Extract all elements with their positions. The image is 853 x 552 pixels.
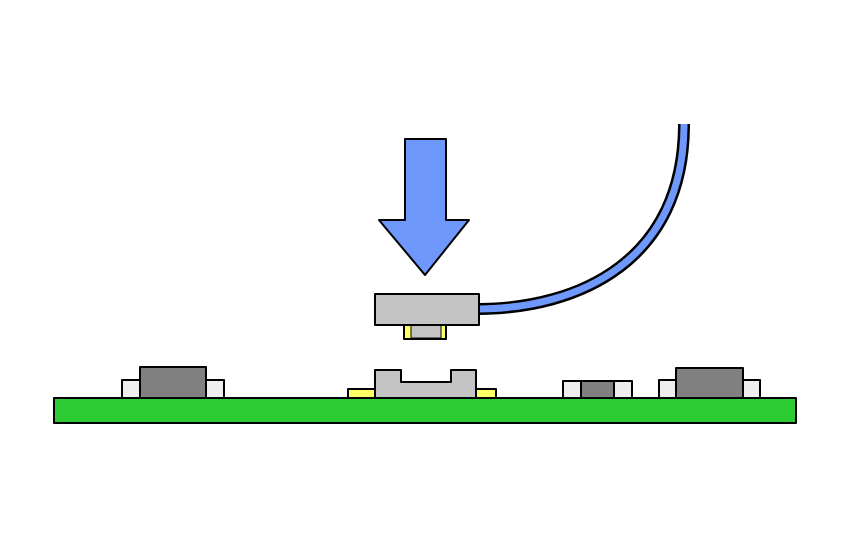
receptacle-body [374, 369, 477, 399]
component-body [139, 366, 207, 399]
plug-inner-contact [410, 324, 442, 339]
smd-component-icon-right [658, 367, 761, 399]
down-arrow-icon [378, 138, 470, 276]
receptacle-contact-right [473, 388, 497, 399]
small-component-body [580, 380, 615, 399]
pcb-board-icon [53, 397, 797, 424]
right-component-body [675, 367, 744, 399]
smd-component-icon [121, 366, 225, 399]
rf-plug-connector-icon [374, 293, 480, 340]
cable-outline [476, 123, 690, 315]
rf-receptacle-connector-icon [347, 369, 497, 399]
cable-core [475, 123, 688, 313]
plug-body [374, 293, 480, 326]
coaxial-cable-icon [475, 123, 690, 315]
receptacle-contact-left [347, 388, 379, 399]
small-smd-component-icon [562, 380, 633, 399]
